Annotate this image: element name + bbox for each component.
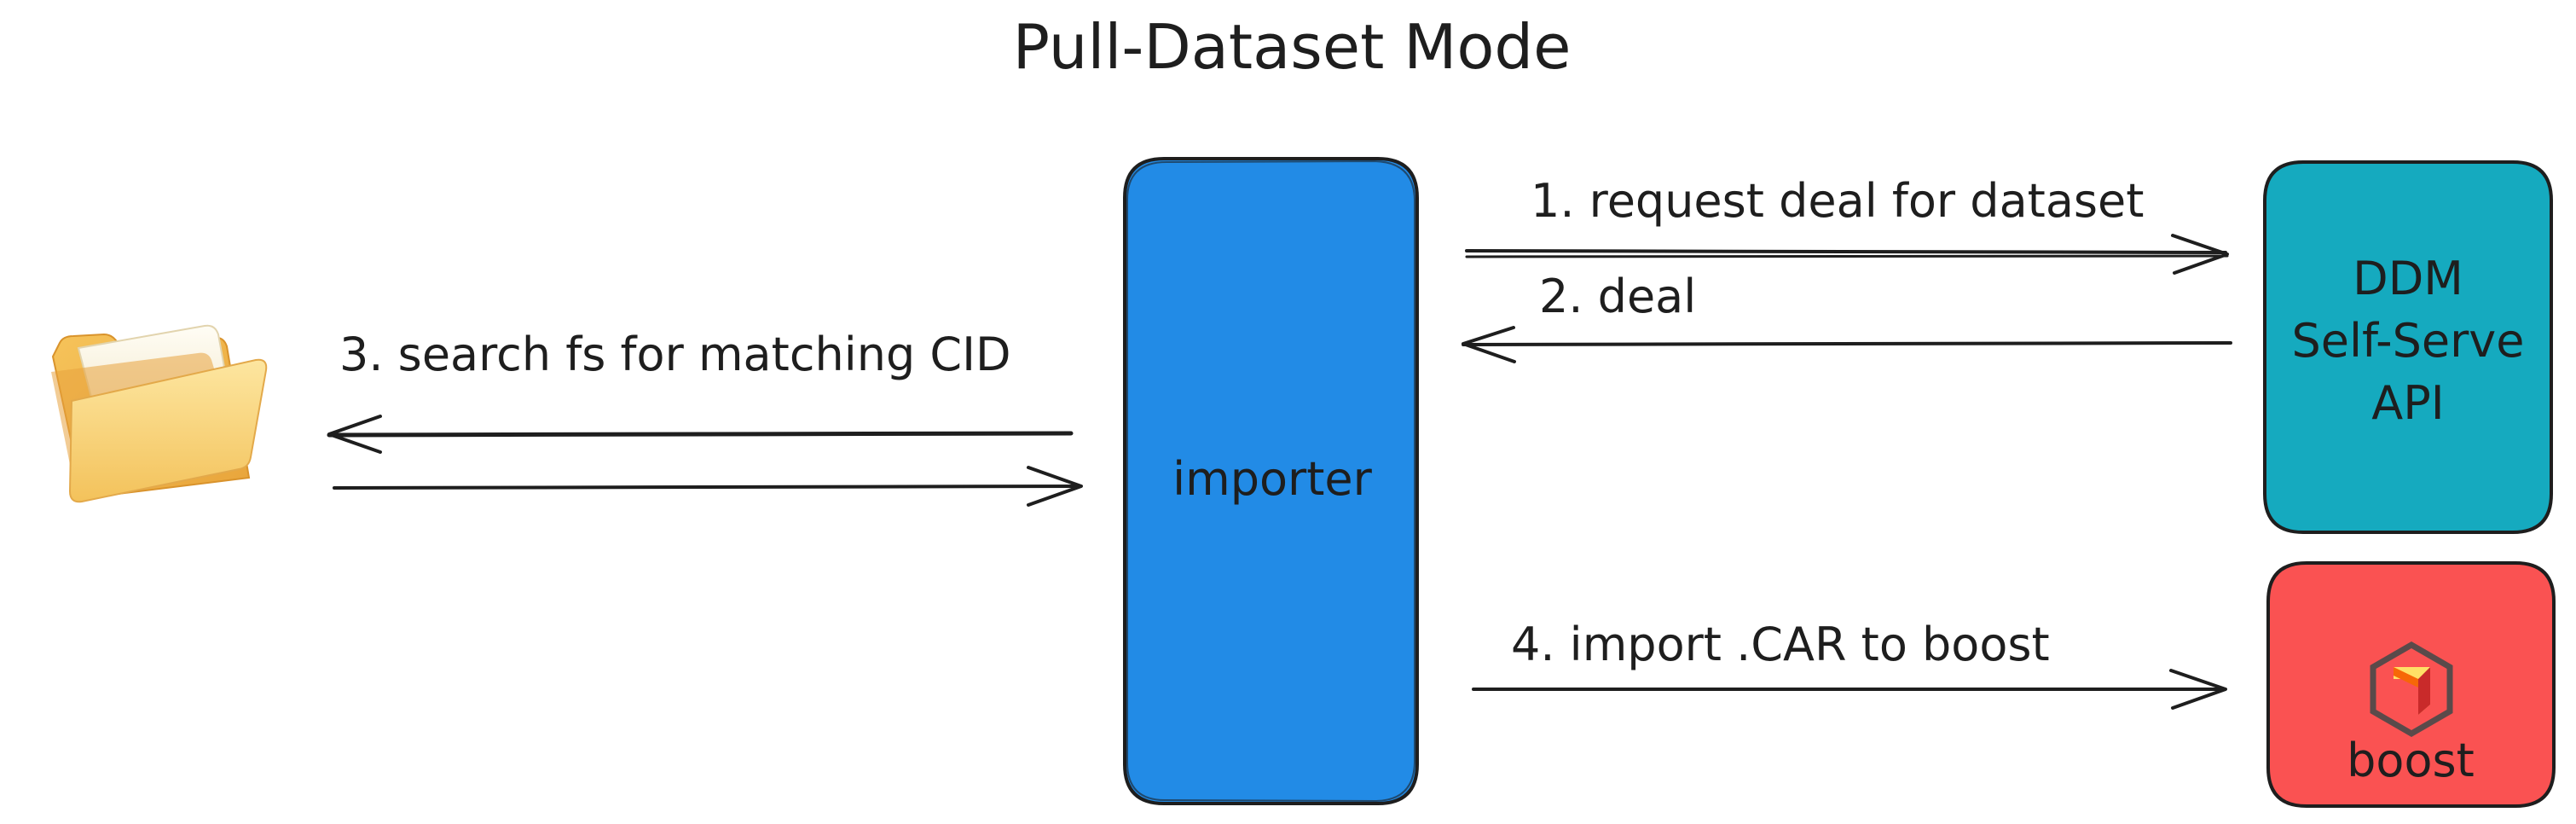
boost-node: boost (2266, 561, 2556, 808)
importer-label: importer (1172, 452, 1373, 506)
edge-import-car-label: 4. import .CAR to boost (1511, 618, 2050, 671)
boost-logo-icon (2370, 641, 2453, 738)
boost-label: boost (2347, 734, 2475, 787)
ddm-api-box (2263, 160, 2553, 534)
edge-search-fs: 3. search fs for matching CID (327, 328, 1083, 507)
ddm-api-label-line-1: DDM (2353, 252, 2463, 305)
importer-node: importer (1123, 157, 1419, 805)
edge-import-car: 4. import .CAR to boost (1472, 618, 2227, 710)
ddm-api-label-line-3: API (2371, 376, 2444, 430)
ddm-api-label-line-2: Self-Serve (2292, 314, 2525, 368)
edge-request-deal-label: 1. request deal for dataset (1531, 174, 2144, 228)
ddm-api-node: DDM Self-Serve API (2263, 160, 2553, 534)
edge-deal: 2. deal (1462, 270, 2232, 363)
folder-icon (51, 324, 268, 503)
edge-deal-label: 2. deal (1539, 270, 1696, 323)
diagram-title: Pull-Dataset Mode (1013, 11, 1572, 83)
edge-request-deal: 1. request deal for dataset (1465, 174, 2229, 275)
edge-search-fs-label: 3. search fs for matching CID (339, 328, 1011, 381)
importer-box (1123, 157, 1419, 805)
